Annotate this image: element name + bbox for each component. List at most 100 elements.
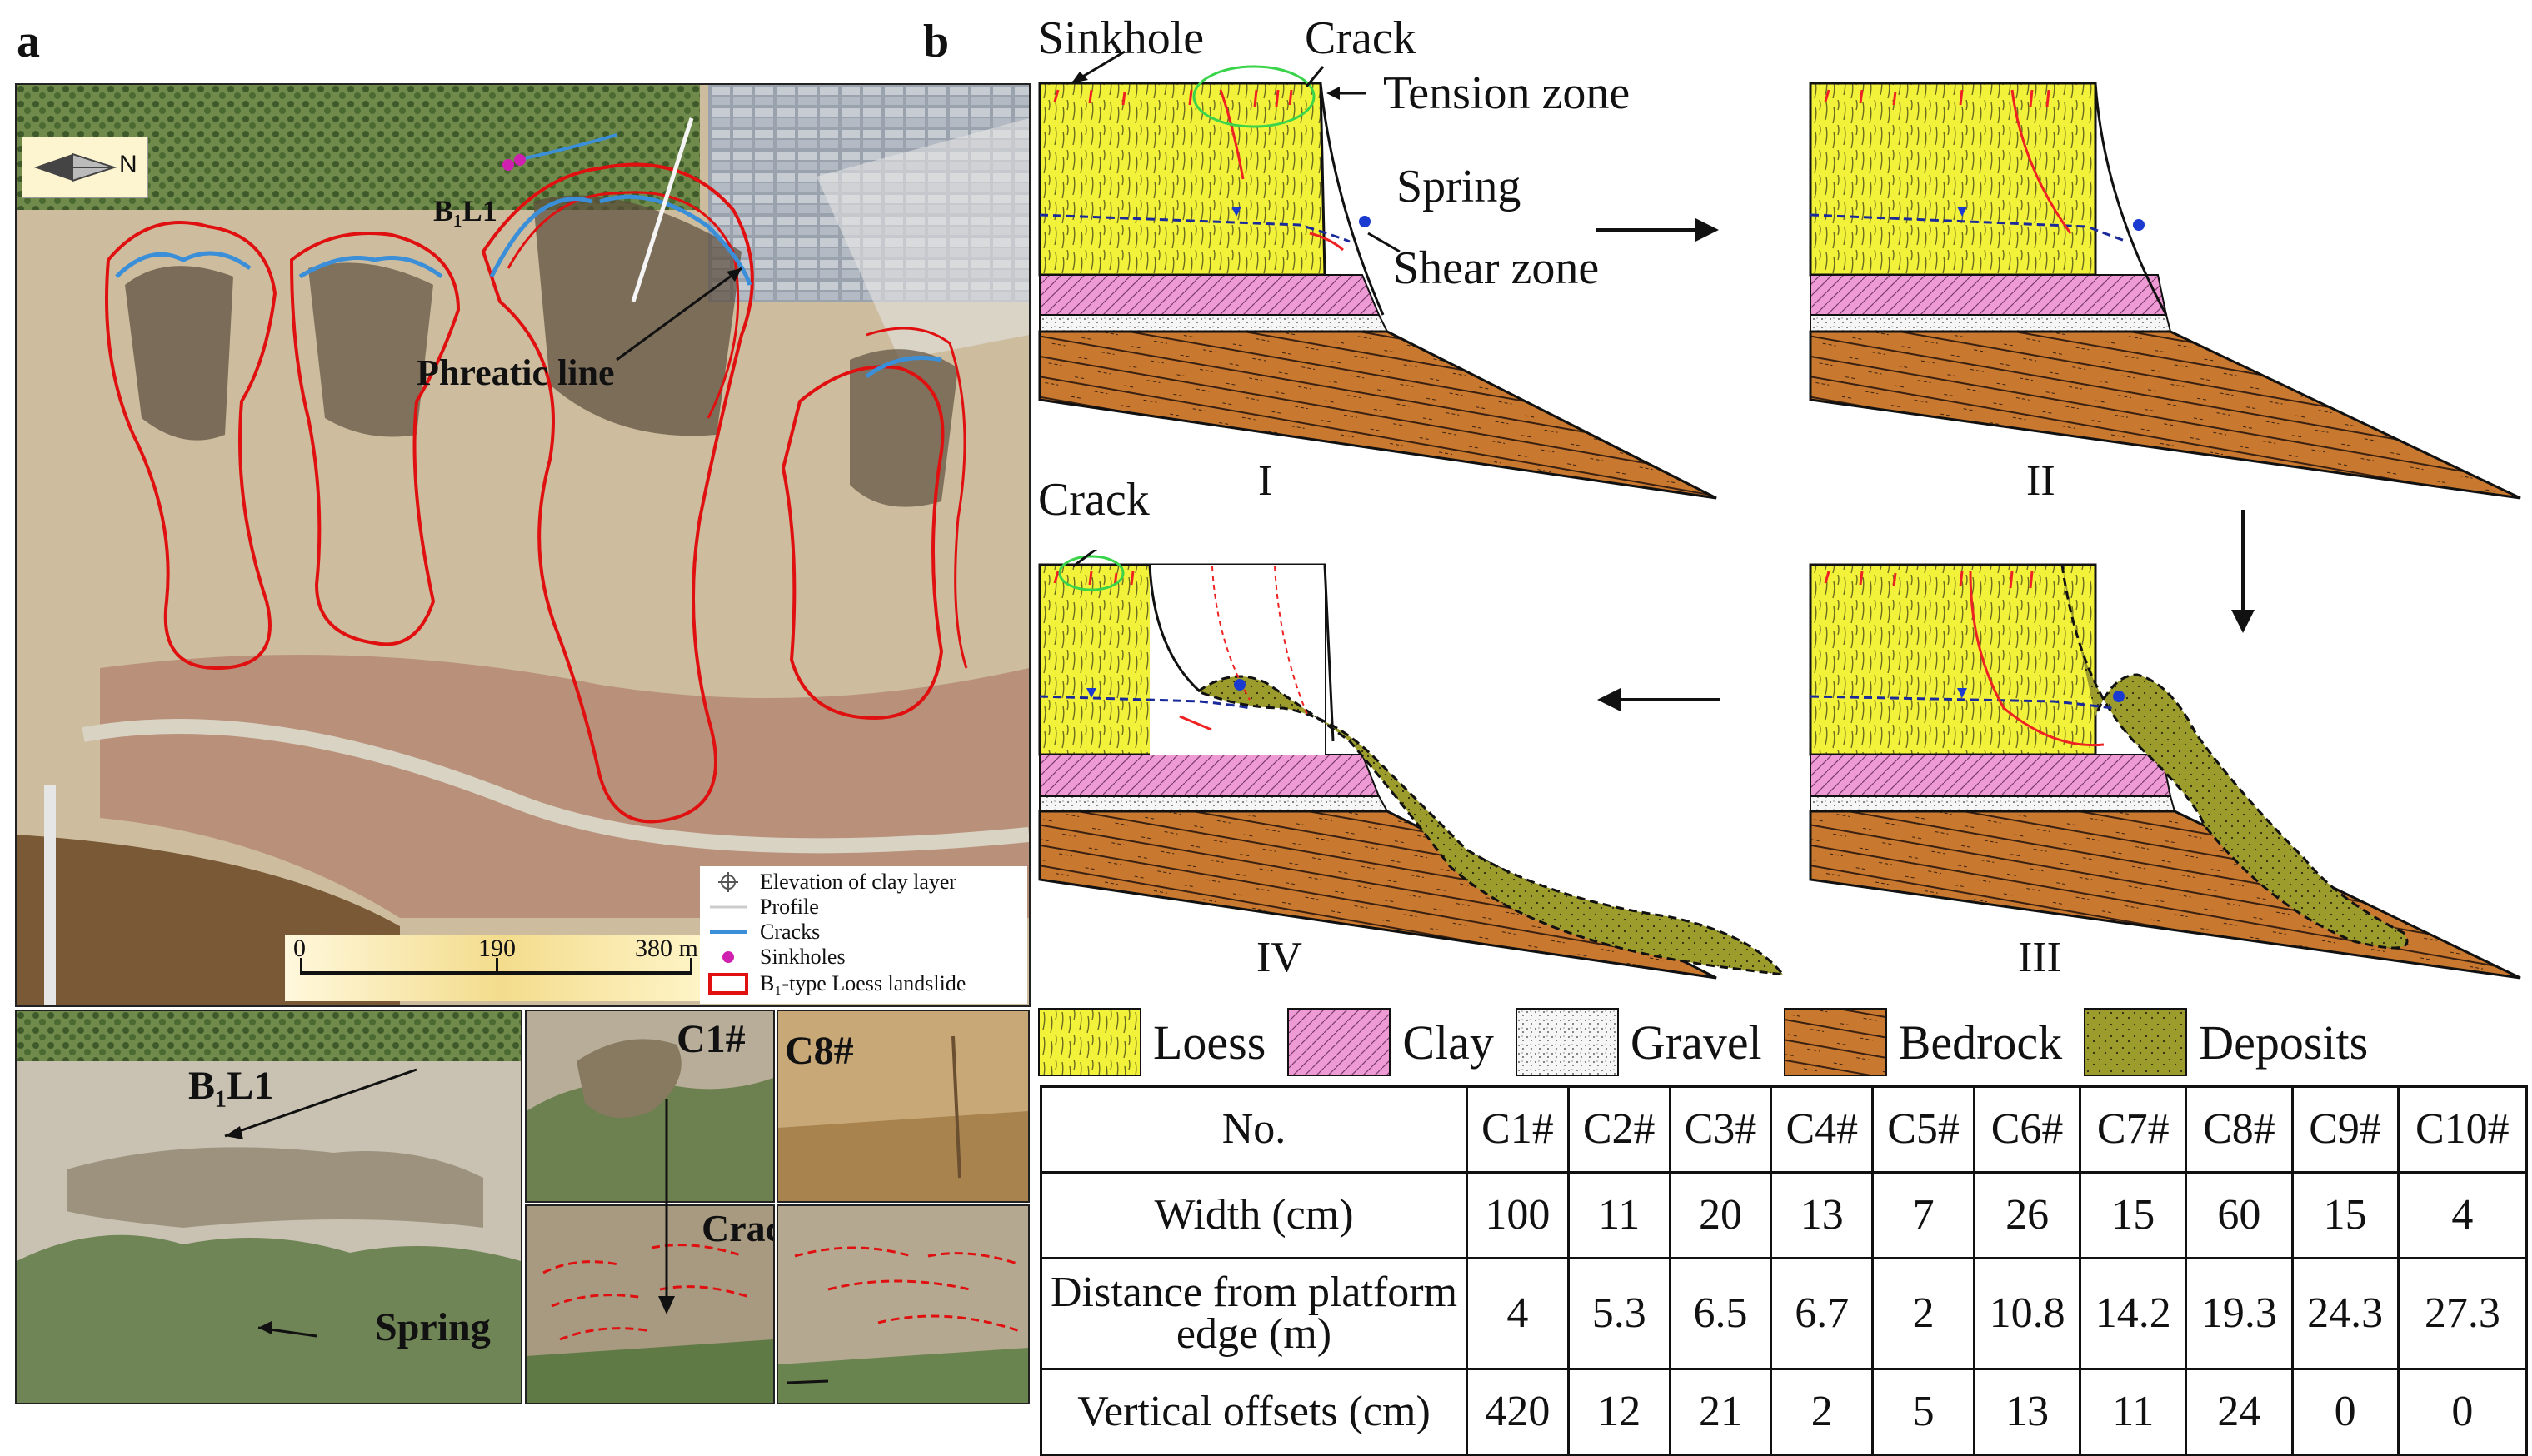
scale-tick-380: 380 m (635, 935, 698, 962)
table-cell: 11 (2079, 1368, 2188, 1456)
landslide-box-icon (707, 972, 750, 995)
sinkhole-dot-1 (502, 159, 514, 171)
cracks-closeup-image-2 (778, 1206, 1028, 1403)
table-cell: 19.3 (2185, 1257, 2294, 1370)
table-header-cell: C9# (2290, 1085, 2400, 1174)
crack-line-3 (489, 194, 752, 286)
shear-zone-label: Shear zone (1393, 242, 1600, 294)
table-cell: 420 (1466, 1368, 1570, 1456)
legend-text: Cracks (760, 920, 821, 944)
c8-label: C8# (785, 1029, 854, 1073)
table-header-cell: C10# (2396, 1085, 2529, 1174)
table-row-width: Width (cm) 100 11 20 13 7 26 15 60 15 4 (1040, 1171, 2529, 1259)
profile-stage-i (1038, 50, 1717, 500)
crack-c8-photo: C8# (777, 1010, 1030, 1203)
sinkhole-dot-2 (514, 154, 526, 166)
overview-landslide-label: B₁L1 (188, 1064, 274, 1108)
crack-c1-photo: C1# (525, 1010, 775, 1203)
table-cell: 15 (2079, 1171, 2188, 1259)
table-row-label: Distance from platform edge (m) (1040, 1257, 1468, 1370)
overview-pointer-arrow (224, 1068, 417, 1138)
legend-item-cracks: Cracks (707, 920, 820, 945)
crack-line-1 (115, 251, 252, 278)
scale-tick-0: 0 (293, 935, 306, 962)
overview-photo: B₁L1 Spring (15, 1010, 522, 1404)
legend-text: Profile (760, 895, 819, 919)
north-arrow-icon (34, 152, 117, 182)
table-header-cell: C7# (2079, 1085, 2188, 1174)
stage-label-iv: IV (1256, 934, 1302, 981)
landslide-outline-3 (481, 162, 754, 824)
strata-legend-label: Clay (1402, 1015, 1494, 1070)
profile-stage-ii (1809, 82, 2521, 500)
clay-swatch (1287, 1008, 1391, 1076)
crack-line-4 (516, 133, 617, 162)
profile-stage-iii (1809, 563, 2521, 980)
strata-legend-gravel: Gravel (1515, 1008, 1762, 1076)
table-row-label: Vertical offsets (cm) (1040, 1368, 1468, 1456)
strata-legend-loess: Loess (1038, 1008, 1266, 1076)
table-cell: 60 (2185, 1171, 2294, 1259)
deposits-swatch (2084, 1008, 2188, 1076)
stage-label-ii: II (2026, 457, 2055, 505)
legend-item-sinkholes: Sinkholes (707, 945, 846, 970)
table-cell: 5.3 (1566, 1257, 1671, 1370)
strata-legend-label: Loess (1153, 1015, 1266, 1070)
stage-label-i: I (1258, 457, 1273, 505)
north-arrow: N (22, 137, 148, 198)
table-cell: 21 (1668, 1368, 1773, 1456)
table-cell: 10.8 (1972, 1257, 2082, 1370)
table-cell: 7 (1871, 1171, 1975, 1259)
table-cell: 14.2 (2079, 1257, 2188, 1370)
overview-photo-image (17, 1011, 521, 1403)
map-legend: Elevation of clay layer Profile Cracks S… (700, 866, 1027, 1004)
strata-legend-label: Gravel (1630, 1015, 1762, 1070)
table-header-cell: C6# (1972, 1085, 2082, 1174)
strata-legend: Loess Clay Gravel Bedrock Deposits (1038, 1005, 2530, 1080)
table-cell: 20 (1668, 1171, 1773, 1259)
table-cell: 100 (1466, 1171, 1570, 1259)
phreatic-line-label: Phreatic line (417, 352, 615, 393)
landslide-outline-4 (507, 191, 740, 419)
table-cell: 4 (1466, 1257, 1570, 1370)
crack-measurements-table: No. C1# C2# C3# C4# C5# C6# C7# C8# C9# … (1040, 1085, 2529, 1456)
table-cell: 0 (2396, 1368, 2529, 1456)
legend-item-profile: Profile (707, 895, 819, 920)
table-cell: 11 (1566, 1171, 1671, 1259)
landslide-outline-2 (289, 232, 461, 646)
strata-legend-deposits: Deposits (2084, 1008, 2368, 1076)
panel-letter-b: b (923, 16, 950, 67)
cracks-label: Cracks (702, 1207, 773, 1249)
phreatic-arrow (616, 267, 742, 362)
table-cell: 26 (1972, 1171, 2082, 1259)
profile-line-icon (707, 895, 750, 919)
table-cell: 24 (2185, 1368, 2294, 1456)
cracks-closeup-photo-2 (777, 1204, 1030, 1404)
crack-label: Crack (1305, 12, 1416, 64)
spring-annotation-label: Spring (1396, 161, 1521, 212)
table-cell: 13 (1770, 1171, 1875, 1259)
scale-tick-190: 190 (478, 935, 516, 962)
north-label: N (119, 151, 137, 178)
c1-pointer-arrow (658, 1099, 675, 1314)
scale-bar: 0 190 380 m (285, 935, 718, 1001)
table-header-cell: C1# (1466, 1085, 1570, 1174)
table-row-distance: Distance from platform edge (m) 4 5.3 6.… (1040, 1257, 2529, 1370)
c1-label: C1# (677, 1017, 746, 1061)
table-cell: 24.3 (2290, 1257, 2400, 1370)
table-header-cell: C4# (1770, 1085, 1875, 1174)
satellite-map: B₁L1 Phreatic line N 0 190 380 m Elevati… (15, 83, 1031, 1007)
profile-stage-iv (1038, 550, 1783, 980)
table-header-row: No. C1# C2# C3# C4# C5# C6# C7# C8# C9# … (1040, 1085, 2529, 1174)
crack-line-5 (865, 356, 942, 379)
tension-zone-label: Tension zone (1383, 67, 1631, 119)
crack-c8-image (778, 1011, 1028, 1201)
spring-label: Spring (375, 1305, 491, 1349)
arrow-stage-i-to-ii (1596, 218, 1719, 242)
table-header-cell: C5# (1871, 1085, 1975, 1174)
table-cell: 6.7 (1770, 1257, 1875, 1370)
cracks-closeup-photo-1: Cracks (525, 1204, 775, 1404)
table-cell: 4 (2396, 1171, 2529, 1259)
sinkhole-dot-icon (707, 945, 750, 969)
table-cell: 15 (2290, 1171, 2400, 1259)
